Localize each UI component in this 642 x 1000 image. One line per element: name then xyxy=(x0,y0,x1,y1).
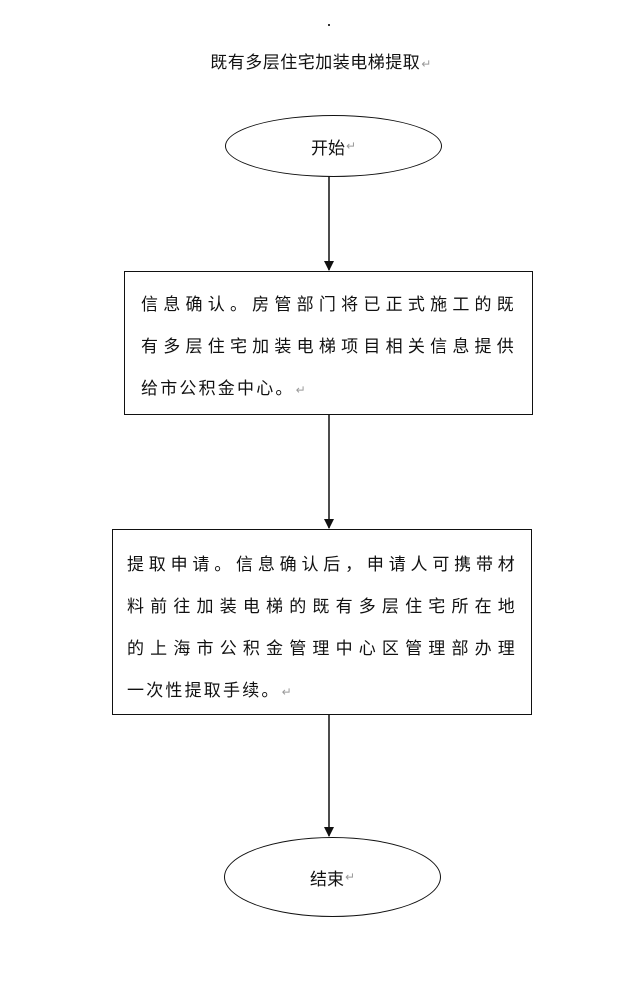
step2-line-2: 料前往加装电梯的既有多层住宅所在地 xyxy=(127,597,517,617)
paragraph-mark-icon: ↵ xyxy=(421,57,432,71)
title-text: 既有多层住宅加装电梯提取 xyxy=(210,53,421,73)
paragraph-mark-icon: ↵ xyxy=(281,685,294,699)
step2-line-4-wrap: 一次性提取手续。↵ xyxy=(127,670,517,713)
document-title: 既有多层住宅加装电梯提取↵ xyxy=(0,48,642,73)
step1-line-3-wrap: 给市公积金中心。↵ xyxy=(141,368,516,411)
stray-dot xyxy=(328,24,330,26)
step2-box: 提取申请。信息确认后，申请人可携带材 料前往加装电梯的既有多层住宅所在地 的上海… xyxy=(112,529,532,715)
step2-line-4: 一次性提取手续。 xyxy=(127,681,281,701)
step1-line-3: 给市公积金中心。 xyxy=(141,379,295,399)
end-node: 结束↵ xyxy=(224,837,441,917)
step2-line-1: 提取申请。信息确认后，申请人可携带材 xyxy=(127,555,517,575)
step1-line-2: 有多层住宅加装电梯项目相关信息提供 xyxy=(141,337,516,357)
step1-box: 信息确认。房管部门将已正式施工的既 有多层住宅加装电梯项目相关信息提供 给市公积… xyxy=(124,271,533,415)
paragraph-mark-icon: ↵ xyxy=(345,139,357,153)
step2-line-3: 的上海市公积金管理中心区管理部办理 xyxy=(127,639,517,659)
start-node: 开始↵ xyxy=(225,115,442,177)
paragraph-mark-icon: ↵ xyxy=(295,383,308,397)
step1-line-1: 信息确认。房管部门将已正式施工的既 xyxy=(141,295,516,315)
paragraph-mark-icon: ↵ xyxy=(344,870,356,884)
end-label: 结束 xyxy=(309,869,344,890)
start-label: 开始 xyxy=(310,138,345,159)
